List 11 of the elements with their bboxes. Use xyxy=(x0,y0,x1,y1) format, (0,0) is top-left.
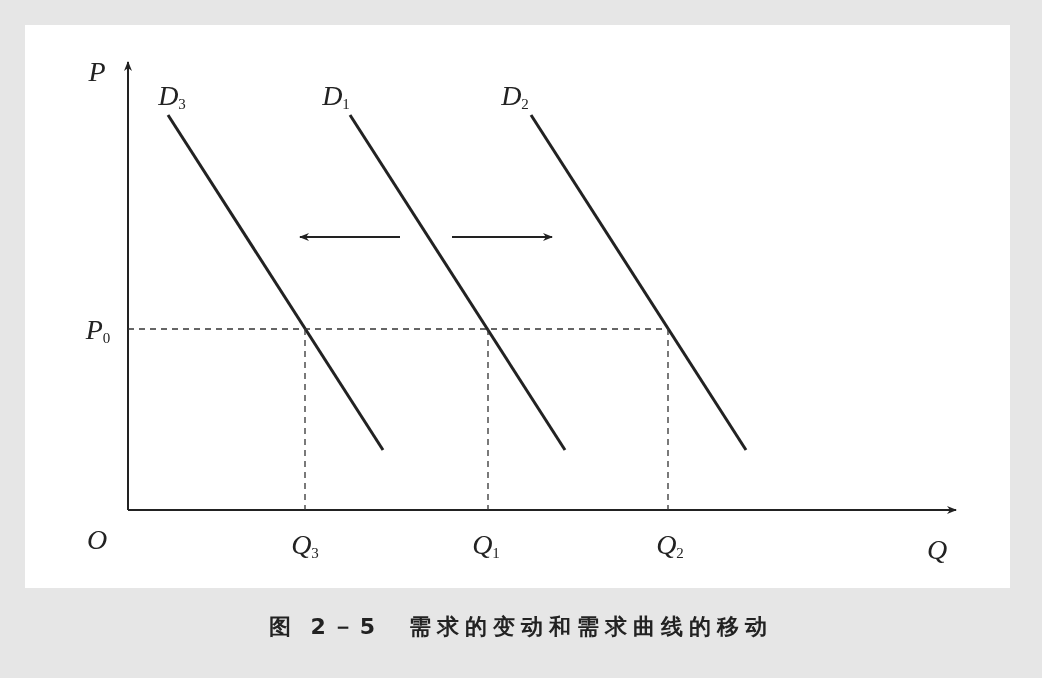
axis-label: Q$_{2}$ xyxy=(656,531,684,561)
axis-label: D$_{2}$ xyxy=(501,82,529,112)
axis-label: D$_{3}$ xyxy=(158,82,186,112)
axis-label: D$_{1}$ xyxy=(322,82,350,112)
axis-label: O xyxy=(86,526,108,554)
figure-caption: 图 2－5 需求的变动和需求曲线的移动 xyxy=(268,614,774,639)
axis-label: Q$_{1}$ xyxy=(472,531,500,561)
axis-label: P$_{0}$ xyxy=(85,316,111,346)
axis-label: Q$_{3}$ xyxy=(291,531,319,561)
axis-label: Q xyxy=(926,536,948,564)
axis-label: P xyxy=(88,58,106,86)
